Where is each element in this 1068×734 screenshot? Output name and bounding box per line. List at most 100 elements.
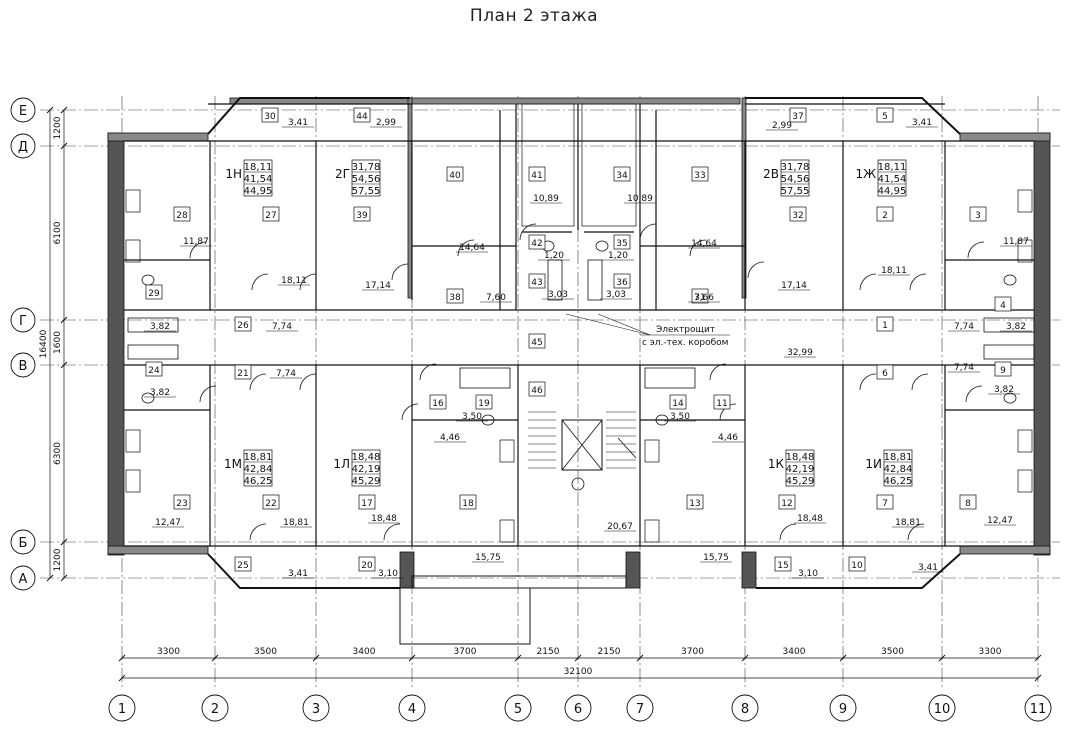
axis-bubble-4 — [398, 694, 426, 722]
apartment-box — [351, 449, 381, 487]
kitchen-unit-1 — [125, 239, 141, 263]
room-box-15 — [774, 556, 792, 572]
apartment-box — [780, 159, 810, 197]
room-number-24: 24 — [148, 366, 160, 376]
room-number-17: 17 — [361, 499, 372, 509]
room-box-8 — [959, 494, 977, 510]
axis-number-9: 9 — [839, 702, 847, 717]
area-label: 3,03 — [606, 290, 626, 300]
area-label: 15,75 — [703, 553, 729, 563]
room-number-26: 26 — [237, 321, 249, 331]
apartment-area-2: 44,95 — [878, 186, 907, 197]
room-box-35 — [613, 234, 631, 250]
area-label: 17,14 — [781, 281, 807, 291]
kitchen-unit-5 — [125, 469, 141, 493]
area-label: 11,87 — [183, 237, 209, 247]
room-box-39 — [353, 206, 371, 222]
room-number-6: 6 — [882, 369, 888, 379]
room-box-22 — [262, 494, 280, 510]
room-box-6 — [876, 364, 894, 380]
toilet-2 — [141, 392, 155, 404]
wall-top-right — [959, 132, 1051, 142]
room-box-17 — [358, 494, 376, 510]
room-box-40 — [446, 166, 464, 182]
apartment-box — [243, 449, 273, 487]
axis-number-6: 6 — [574, 702, 582, 717]
room-box-32 — [789, 206, 807, 222]
apartment-area-1: 41,54 — [878, 174, 907, 185]
area-label: 3,41 — [918, 563, 938, 573]
room-number-40: 40 — [449, 171, 461, 181]
area-label: 4,46 — [440, 433, 460, 443]
dim-tick-v — [60, 142, 68, 150]
room-number-46: 46 — [531, 386, 543, 396]
apartment-box — [243, 159, 273, 197]
room-number-14: 14 — [672, 399, 684, 409]
axis-bubble-2 — [201, 694, 229, 722]
door-6 — [639, 223, 657, 241]
dim-tick-v — [60, 361, 68, 369]
walls — [107, 97, 1051, 645]
dim-vertical: 6300 — [53, 442, 63, 465]
area-label: 18,11 — [881, 266, 907, 276]
room-number-36: 36 — [616, 278, 628, 288]
apartment-area-1: 41,54 — [244, 174, 273, 185]
door-14 — [299, 373, 317, 391]
annotation-line-2: с эл.-тех. коробом — [642, 338, 728, 348]
door-3 — [391, 263, 409, 281]
room-box-46 — [528, 381, 546, 397]
axis-number-10: 10 — [934, 702, 951, 717]
elevator-cross-2 — [561, 419, 603, 471]
room-number-22: 22 — [265, 499, 276, 509]
kitchen-unit-3 — [1017, 239, 1033, 263]
room-box-7 — [876, 494, 894, 510]
kitchen-block-right — [581, 103, 637, 227]
area-label: 1,20 — [544, 251, 564, 261]
axis-bubble-А — [10, 565, 36, 591]
room-number-31: 31 — [694, 293, 705, 303]
area-label: 3,82 — [150, 322, 170, 332]
wall-bottom-left — [107, 545, 209, 555]
room-number-28: 28 — [176, 211, 188, 221]
door-0 — [189, 241, 207, 259]
kitchen-unit-8 — [499, 439, 515, 463]
area-label: 7,66 — [694, 293, 714, 303]
area-label: 14,64 — [459, 243, 485, 253]
room-box-23 — [173, 494, 191, 510]
room-box-41 — [528, 166, 546, 182]
annotation: Электрощит с эл.-тех. коробом — [565, 313, 730, 348]
door-23 — [907, 523, 925, 541]
room-number-27: 27 — [265, 211, 276, 221]
door-13 — [249, 373, 267, 391]
dim-tick-v — [60, 574, 68, 582]
annotation-line-1: Электрощит — [656, 325, 715, 335]
room-box-2 — [876, 206, 894, 222]
dim-tick-total-start — [118, 674, 126, 682]
door-25 — [709, 363, 727, 381]
dim-vertical: 1600 — [53, 331, 63, 354]
apartment-area-1: 42,19 — [352, 464, 381, 475]
bathtub-3 — [983, 344, 1035, 360]
area-label: 7,74 — [272, 322, 292, 332]
toilet-0 — [141, 274, 155, 286]
room-number-34: 34 — [616, 171, 628, 181]
door-17 — [859, 373, 877, 391]
axis-number-8: 8 — [741, 702, 749, 717]
room-number-1: 1 — [882, 321, 888, 331]
toilet-7 — [655, 414, 669, 426]
kitchen-unit-6 — [1017, 429, 1033, 453]
room-box-36 — [613, 273, 631, 289]
room-number-3: 3 — [975, 211, 981, 221]
room-number-42: 42 — [531, 239, 542, 249]
door-2 — [299, 273, 317, 291]
area-label: 7,74 — [276, 369, 296, 379]
room-box-42 — [528, 234, 546, 250]
area-label: 7,74 — [954, 363, 974, 373]
dim-tick-v-total-end — [46, 574, 54, 582]
room-box-44 — [353, 107, 371, 123]
dim-tick — [312, 654, 320, 662]
axis-bubble-Е — [10, 97, 36, 123]
